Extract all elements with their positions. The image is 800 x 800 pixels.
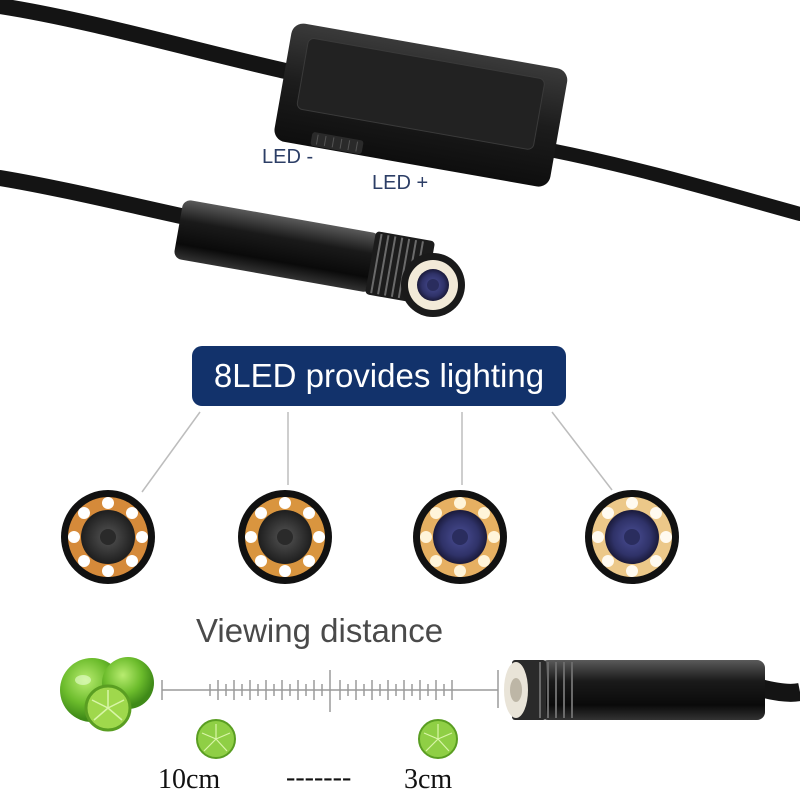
led-view-3 [413, 490, 507, 584]
top-cable [0, 0, 800, 221]
bottom-camera [504, 660, 800, 720]
pointer-lines [141, 411, 613, 493]
led-minus-label: LED - [262, 146, 314, 168]
feature-banner: 8LED provides lighting [192, 346, 566, 406]
lime-fruits [60, 657, 154, 732]
distance-far-label: 10cm [158, 764, 221, 795]
distance-separator: ------- [286, 762, 352, 793]
led-switch-box [274, 23, 568, 187]
led-plus-label: LED + [372, 172, 429, 194]
lime-slice-near [418, 719, 458, 759]
endoscope-camera [0, 170, 465, 317]
distance-near-label: 3cm [404, 764, 453, 795]
led-view-1 [61, 490, 155, 584]
led-view-4 [585, 490, 679, 584]
distance-ruler [161, 670, 499, 712]
led-view-2 [238, 490, 332, 584]
lime-slice-far [196, 719, 236, 759]
viewing-distance-title: Viewing distance [196, 612, 444, 649]
